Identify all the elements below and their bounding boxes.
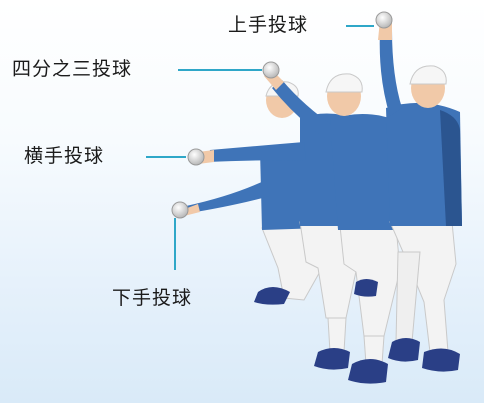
label-underhand: 下手投球	[112, 287, 193, 309]
arm-underhand	[184, 180, 270, 214]
sock	[327, 317, 347, 353]
pitcher-three-quarter	[264, 68, 401, 384]
ball-sidearm	[187, 148, 205, 166]
cap	[325, 73, 363, 93]
cap	[409, 65, 447, 85]
shoe	[254, 287, 290, 305]
label-sidearm: 横手投球	[24, 145, 105, 167]
pitcher-overhand	[378, 20, 462, 372]
arm-three-quarter	[272, 80, 336, 142]
leader-lines	[146, 25, 374, 270]
shoe-back	[354, 279, 378, 297]
jersey-shade	[440, 110, 462, 226]
shoe-back	[388, 338, 420, 362]
label-three-quarter: 四分之三投球	[12, 58, 133, 80]
shoe	[314, 348, 350, 370]
pants-back-leg	[395, 251, 421, 343]
arm-overhand	[379, 30, 402, 116]
arm-sidearm	[206, 142, 306, 162]
jersey	[330, 114, 398, 230]
ball-underhand	[171, 201, 189, 219]
ball-three-quarter	[262, 61, 280, 79]
ball-overhand	[375, 11, 393, 29]
label-overhand: 上手投球	[228, 14, 309, 36]
shoe	[348, 359, 388, 384]
shoe	[422, 348, 460, 372]
baseballs	[171, 11, 393, 219]
